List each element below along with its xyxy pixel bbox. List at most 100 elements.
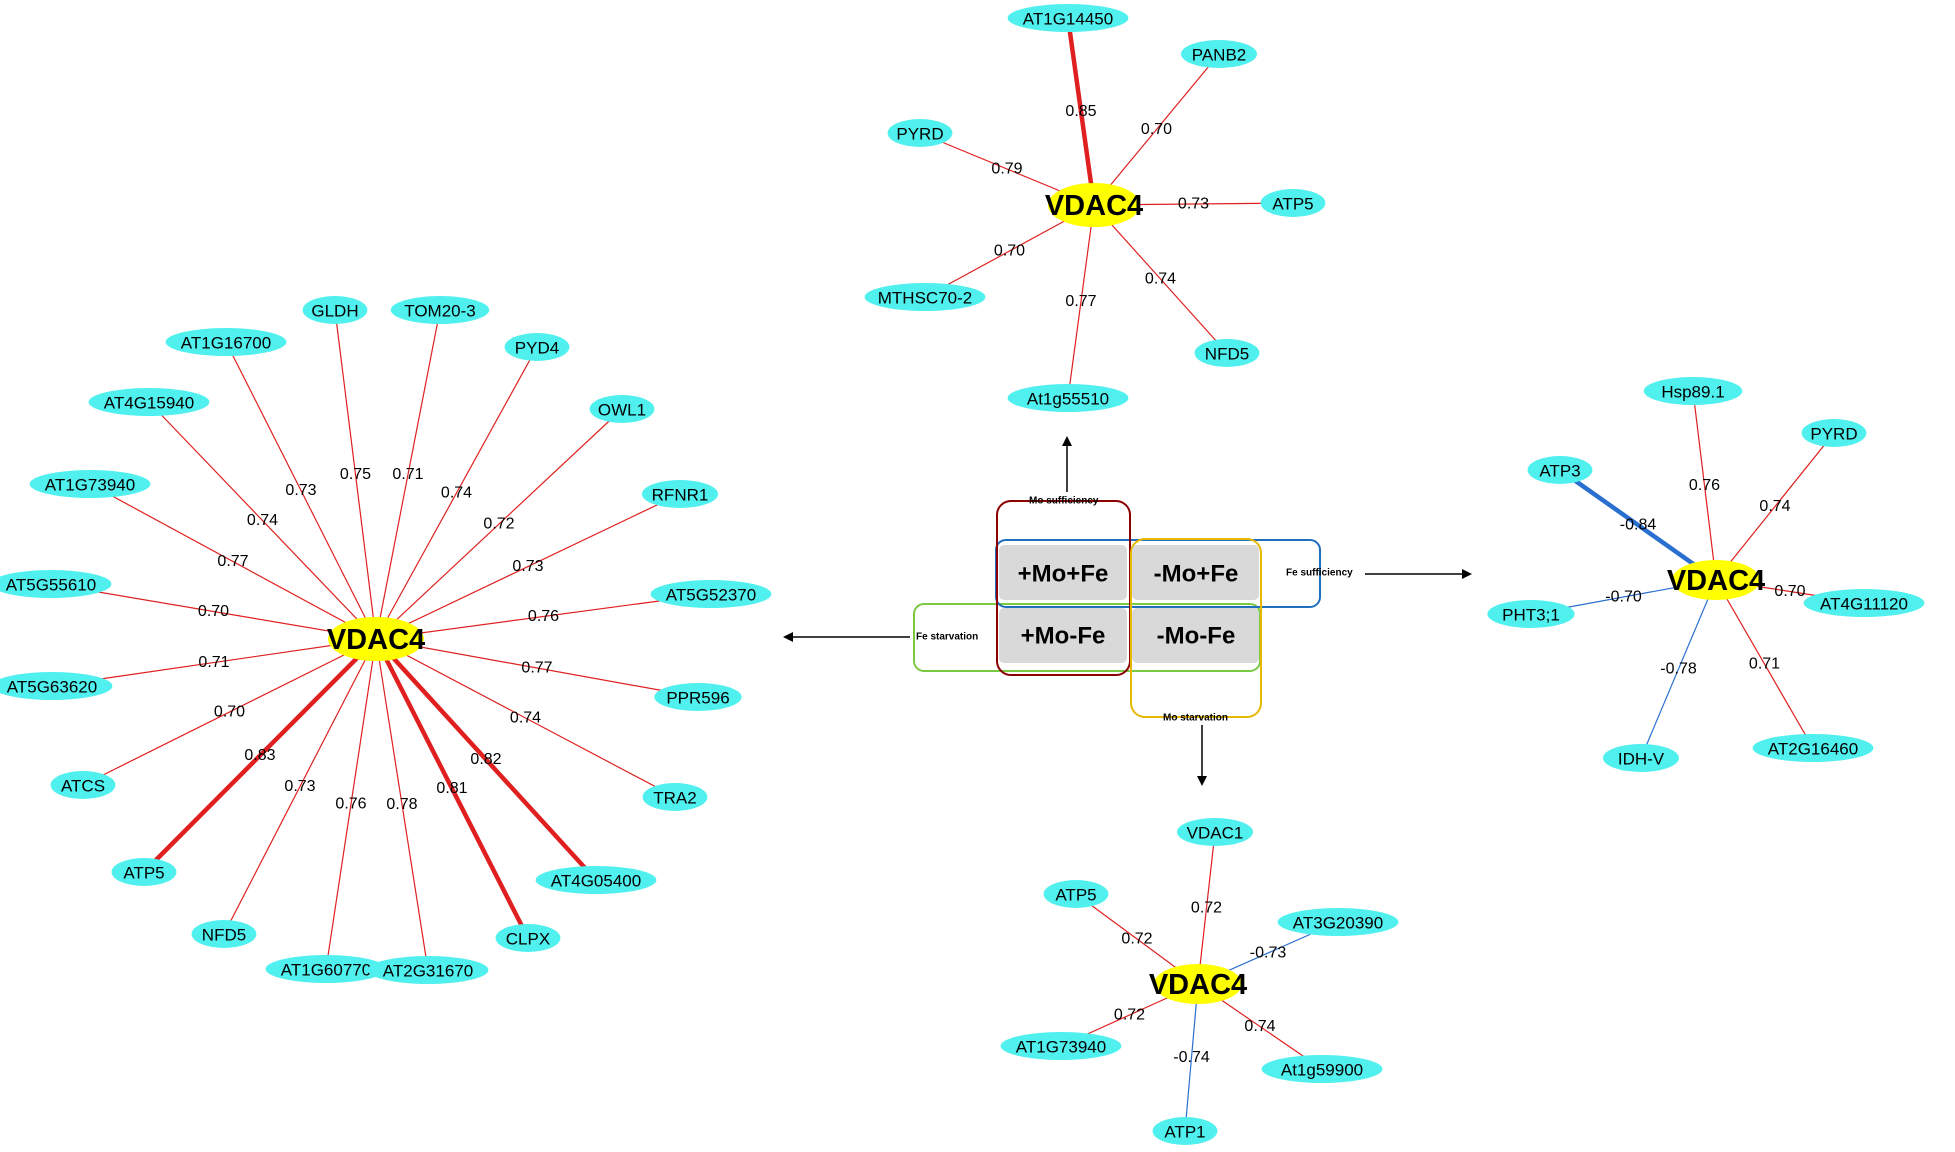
gene-node: [495, 924, 561, 952]
gene-node: [1487, 600, 1575, 628]
hub-node: [1154, 964, 1242, 1004]
edge-weight-label: 0.70: [1774, 583, 1805, 600]
gene-node-label: ATP5: [1272, 195, 1313, 214]
gene-node: [650, 580, 772, 608]
edge-weight-label: 0.74: [1145, 271, 1176, 288]
gene-node-label: NFD5: [1205, 345, 1249, 364]
edge-left-10: [51, 638, 377, 687]
edge-weight-label: -0.78: [1660, 661, 1697, 678]
gene-node: [0, 672, 113, 700]
edge-left-7: [375, 493, 681, 640]
fe-sufficiency-label: Fe sufficiency: [1286, 568, 1353, 579]
edge-left-15: [374, 637, 598, 882]
edge-top-5: [1093, 204, 1228, 354]
edge-left-16: [223, 638, 377, 935]
edge-left-13: [375, 638, 676, 798]
gene-node-label: NFD5: [202, 926, 246, 945]
mo-starvation-box: [1130, 538, 1262, 718]
gene-node-label: AT1G73940: [1016, 1038, 1106, 1057]
edge-right-1: [1715, 432, 1835, 581]
condition-label-minus-mo-plus-fe: -Mo+Fe: [1154, 561, 1239, 588]
network-top: 0.850.700.790.730.700.740.77AT1G14450PAN…: [864, 4, 1326, 412]
edge-left-0: [334, 309, 377, 640]
gene-node-label: GLDH: [311, 302, 358, 321]
gene-node: [1043, 880, 1109, 908]
gene-node: [1603, 744, 1679, 772]
condition-label-plus-mo-minus-fe: +Mo-Fe: [1021, 623, 1106, 650]
edge-weight-label: 0.83: [244, 747, 275, 764]
gene-node-label: AT5G52370: [666, 586, 756, 605]
weights-top: 0.850.700.790.730.700.740.77: [991, 103, 1209, 310]
edge-weight-label: 0.70: [994, 243, 1025, 260]
edge-weight-label: 0.72: [1121, 931, 1152, 948]
gene-node-label: OWL1: [598, 401, 646, 420]
edge-weight-label: 0.78: [386, 796, 417, 813]
edge-weight-label: 0.85: [1065, 103, 1096, 120]
edge-left-3: [375, 346, 538, 640]
gene-node: [1277, 908, 1399, 936]
edge-weight-label: 0.77: [217, 553, 248, 570]
edge-weight-label: 0.71: [1749, 656, 1780, 673]
edge-weight-label: 0.70: [198, 603, 229, 620]
hub-node: [328, 617, 424, 661]
mo-starvation-label: Mo starvation: [1163, 713, 1228, 724]
gene-node: [1643, 377, 1743, 405]
gene-node-label: ATP1: [1164, 1123, 1205, 1142]
condition-cell-minus-mo-plus-fe: [1132, 545, 1259, 600]
gene-node: [29, 470, 151, 498]
gene-node: [642, 480, 718, 508]
gene-node: [1527, 456, 1593, 484]
gene-node-label: PPR596: [666, 689, 729, 708]
gene-node-label: ATP5: [123, 864, 164, 883]
network-bottom: 0.720.72-0.730.720.74-0.74VDAC1ATP5AT3G2…: [1000, 818, 1399, 1145]
gene-node-label: AT2G16460: [1768, 740, 1858, 759]
nodes-bottom: VDAC1ATP5AT3G20390AT1G73940At1g59900ATP1…: [1000, 818, 1399, 1145]
gene-node: [887, 119, 953, 147]
gene-node: [1000, 1032, 1122, 1060]
edge-weight-label: 0.71: [392, 466, 423, 483]
gene-node-label: AT1G60770: [281, 961, 371, 980]
gene-node-label: AT4G15940: [104, 394, 194, 413]
edge-weight-label: 0.74: [1759, 498, 1790, 515]
edge-left-14: [142, 637, 378, 874]
condition-label-minus-mo-minus-fe: -Mo-Fe: [1157, 623, 1236, 650]
gene-node-label: AT5G55610: [6, 576, 96, 595]
edge-weight-label: -0.70: [1605, 589, 1642, 606]
gene-node-label: ATP5: [1055, 886, 1096, 905]
gene-node: [654, 683, 742, 711]
edge-weight-label: 0.81: [436, 780, 467, 797]
gene-node: [642, 783, 708, 811]
gene-node-label: AT1G16700: [181, 334, 271, 353]
gene-node-label: AT4G05400: [551, 872, 641, 891]
edge-bottom-0: [1197, 831, 1216, 985]
gene-node: [1194, 339, 1260, 367]
gene-node-label: AT4G11120: [1820, 595, 1908, 614]
edge-left-5: [375, 408, 623, 640]
mo-sufficiency-label: Mo sufficiency: [1029, 496, 1099, 507]
edge-top-0: [1065, 17, 1097, 206]
condition-cell-minus-mo-minus-fe: [1132, 608, 1259, 663]
gene-node: [864, 283, 986, 311]
gene-node: [1177, 818, 1253, 846]
gene-node: [535, 866, 657, 894]
edge-weight-label: 0.74: [247, 512, 278, 529]
edge-weight-label: 0.82: [470, 751, 501, 768]
edge-left-17: [373, 637, 531, 940]
edge-weight-label: 0.76: [528, 608, 559, 625]
gene-node: [1801, 419, 1867, 447]
edge-weight-label: 0.74: [1244, 1018, 1275, 1035]
gene-node: [367, 956, 489, 984]
gene-node: [1261, 1055, 1383, 1083]
edge-top-6: [1067, 204, 1095, 399]
edge-right-6: [1715, 579, 1814, 749]
edge-weight-label: 0.73: [1178, 196, 1209, 213]
edge-right-0: [1692, 390, 1717, 581]
gene-node: [191, 920, 257, 948]
gene-node-label: AT1G14450: [1023, 10, 1113, 29]
condition-cell-plus-mo-plus-fe: [999, 545, 1127, 600]
